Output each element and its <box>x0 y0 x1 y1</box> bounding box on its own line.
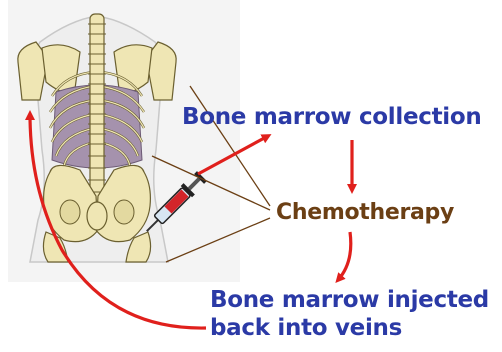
bone-marrow-injected-label-line1: Bone marrow injected <box>210 287 489 313</box>
bone-marrow-injected-label-line2: back into veins <box>210 315 402 341</box>
chemotherapy-label: Chemotherapy <box>276 200 454 225</box>
bone-marrow-collection-label: Bone marrow collection <box>182 104 481 130</box>
arrow-to-injection <box>338 232 351 280</box>
skeleton-torso-illustration <box>8 0 240 282</box>
